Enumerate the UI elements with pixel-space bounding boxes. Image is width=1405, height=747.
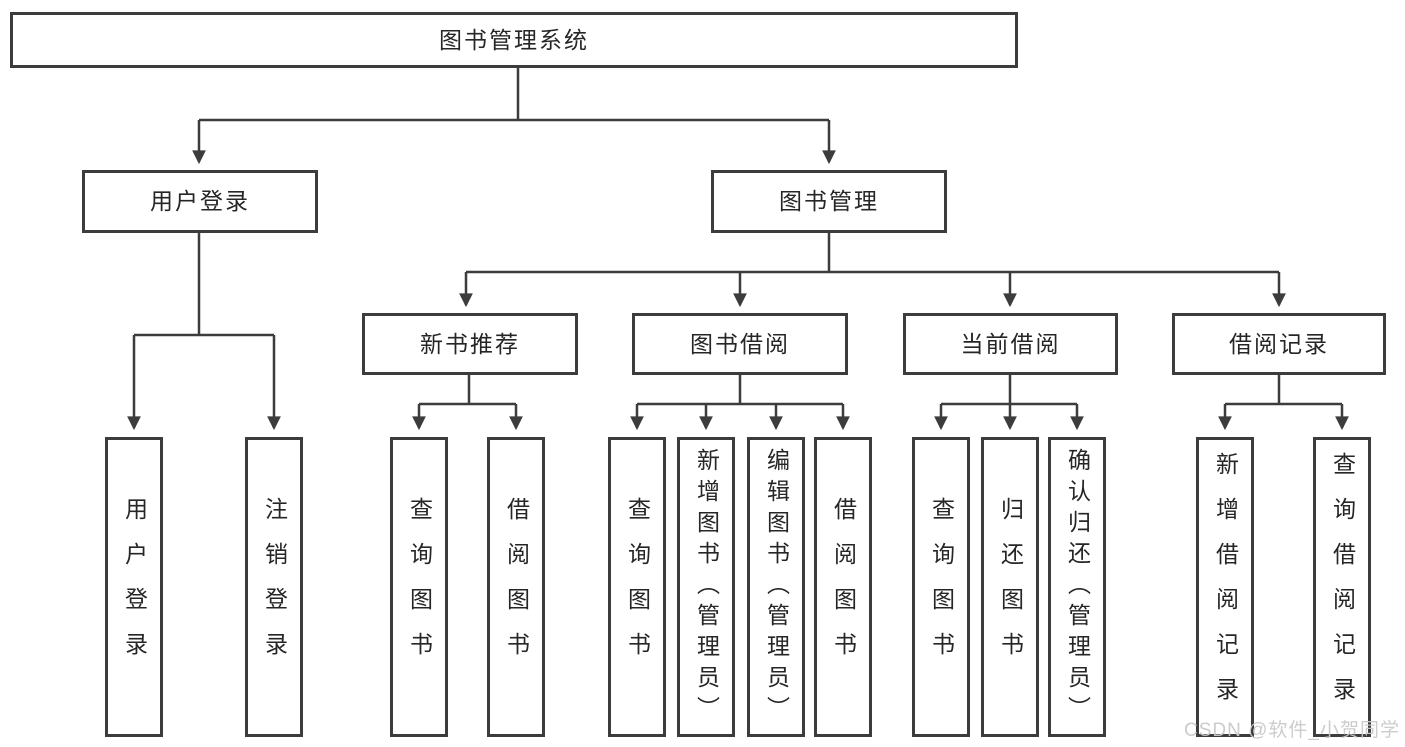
leaf-return-book: 归还图书: [981, 437, 1039, 737]
leaf-add-borrow-record: 新增借阅记录: [1196, 437, 1254, 737]
leaf-edit-book-admin: 编辑图书（管理员）: [747, 437, 805, 737]
leaf-borrow-books-recommend: 借阅图书: [487, 437, 545, 737]
node-current-borrowing: 当前借阅: [903, 313, 1118, 375]
node-library-management-system: 图书管理系统: [10, 12, 1018, 68]
leaf-query-borrow-record: 查询借阅记录: [1313, 437, 1371, 737]
node-book-management: 图书管理: [711, 170, 947, 233]
node-book-borrowing: 图书借阅: [632, 313, 848, 375]
leaf-confirm-return-admin: 确认归还（管理员）: [1048, 437, 1106, 737]
leaf-borrow-books-borrowing: 借阅图书: [814, 437, 872, 737]
leaf-logout: 注销登录: [245, 437, 303, 737]
leaf-query-books-current: 查询图书: [912, 437, 970, 737]
csdn-watermark: CSDN @软件_小贺同学: [1184, 720, 1400, 741]
leaf-query-books-borrowing: 查询图书: [608, 437, 666, 737]
node-user-login: 用户登录: [82, 170, 318, 233]
leaf-add-book-admin: 新增图书（管理员）: [677, 437, 735, 737]
node-new-book-recommend: 新书推荐: [362, 313, 578, 375]
node-borrowing-records: 借阅记录: [1172, 313, 1386, 375]
leaf-query-books-recommend: 查询图书: [390, 437, 448, 737]
leaf-user-login: 用户登录: [105, 437, 163, 737]
